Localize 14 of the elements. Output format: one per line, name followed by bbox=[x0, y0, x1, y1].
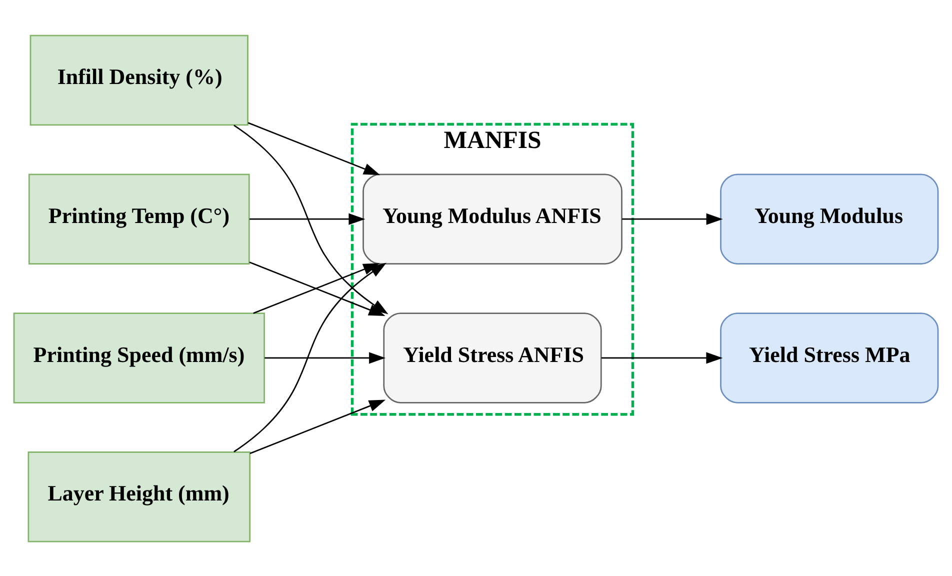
arrow bbox=[601, 352, 723, 364]
node-box: Infill Density (%) bbox=[30, 34, 248, 126]
node-box: Printing Speed (mm/s) bbox=[13, 312, 265, 403]
node-box: Layer Height (mm) bbox=[28, 450, 250, 542]
node-box: Young Modulus bbox=[720, 173, 939, 264]
arrow bbox=[250, 399, 386, 454]
arrow bbox=[264, 352, 386, 364]
arrow bbox=[622, 212, 723, 224]
node-box: Young Modulus ANFIS bbox=[362, 173, 622, 264]
node-box: Yield Stress MPa bbox=[720, 312, 939, 403]
node-box: Yield Stress ANFIS bbox=[383, 312, 602, 403]
node-box: Printing Temp (C°) bbox=[28, 173, 250, 264]
arrow bbox=[248, 122, 380, 175]
arrow bbox=[250, 212, 366, 224]
